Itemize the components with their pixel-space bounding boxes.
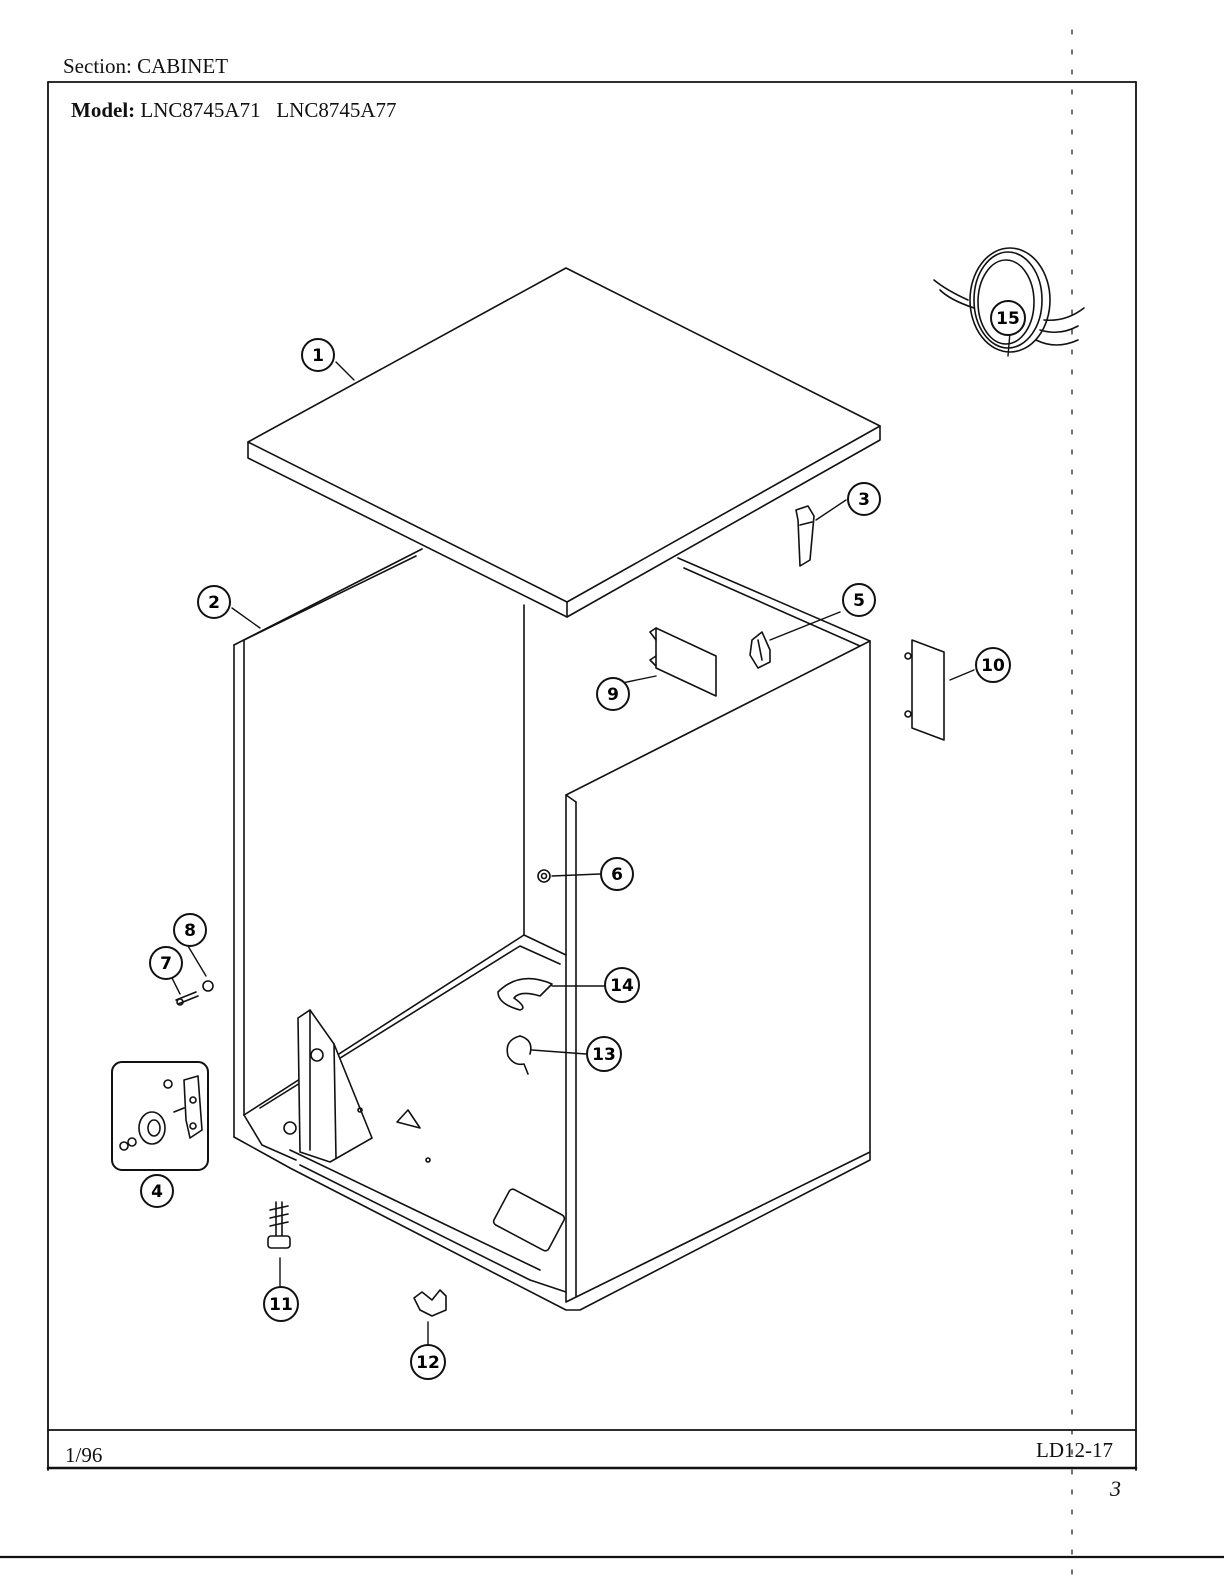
callout-8-label: 8: [184, 921, 196, 941]
callout-13-label: 13: [592, 1045, 616, 1065]
callout-14-label: 14: [610, 976, 634, 996]
bracket-part-12: [413, 1289, 447, 1317]
callout-3-label: 3: [858, 490, 870, 510]
callout-7: 7: [149, 946, 183, 980]
callout-5-label: 5: [853, 591, 865, 611]
callout-14: 14: [604, 967, 640, 1003]
washer-part-8: [202, 980, 214, 992]
top-panel-part: [247, 267, 881, 618]
page-code: LD12-17: [1036, 1438, 1113, 1462]
callout-3: 3: [847, 482, 881, 516]
callout-12: 12: [410, 1344, 446, 1380]
page-frame: [0, 29, 1224, 1584]
callout-2: 2: [197, 585, 231, 619]
callout-6-label: 6: [611, 865, 623, 885]
model-values: LNC8745A71 LNC8745A77: [140, 98, 397, 122]
callout-8: 8: [173, 913, 207, 947]
callout-1: 1: [301, 338, 335, 372]
cabinet-body-part: [233, 548, 871, 1311]
leveling-leg-part-11: [267, 1201, 291, 1249]
callout-15-label: 15: [996, 309, 1020, 329]
callout-9-label: 9: [607, 685, 619, 705]
callout-10: 10: [975, 647, 1011, 683]
plate-part-9: [649, 627, 717, 697]
screw-part-7: [175, 991, 199, 1006]
clip-part-3: [795, 505, 815, 567]
callout-13: 13: [586, 1036, 622, 1072]
section-label: Sectio: [63, 54, 116, 78]
callout-15: 15: [990, 300, 1026, 336]
roller-assembly-part-4: [111, 1061, 209, 1171]
grommet-part-6: [537, 869, 551, 883]
callout-1-label: 1: [312, 346, 324, 366]
clip-part-5: [749, 631, 771, 669]
section-label-rest: n:: [115, 54, 132, 78]
leader-lines: [171, 331, 1011, 1347]
wire-clip-part-13: [506, 1035, 532, 1075]
callout-10-label: 10: [981, 656, 1005, 676]
handwritten-page-number: 3: [1110, 1476, 1121, 1501]
callout-11: 11: [263, 1286, 299, 1322]
panel-part-10: [904, 639, 945, 741]
callout-4: 4: [140, 1174, 174, 1208]
section-heading: Section: CABINET: [63, 54, 228, 79]
callout-11-label: 11: [269, 1295, 293, 1315]
callout-7-label: 7: [160, 954, 172, 974]
model-label: Model:: [71, 98, 136, 122]
callout-2-label: 2: [208, 593, 220, 613]
model-heading: Model: LNC8745A71 LNC8745A77: [71, 98, 397, 123]
callout-5: 5: [842, 583, 876, 617]
callouts: 1 2 3 4 5 6 7 8 9 10 11 12 13 14 15: [140, 300, 1026, 1380]
shield-part-14: [497, 977, 553, 1011]
revision-date: 1/96: [65, 1443, 103, 1467]
callout-12-label: 12: [416, 1353, 440, 1373]
callout-9: 9: [596, 677, 630, 711]
callout-6: 6: [600, 857, 634, 891]
section-value: CABINET: [137, 54, 229, 78]
callout-4-label: 4: [151, 1182, 163, 1202]
